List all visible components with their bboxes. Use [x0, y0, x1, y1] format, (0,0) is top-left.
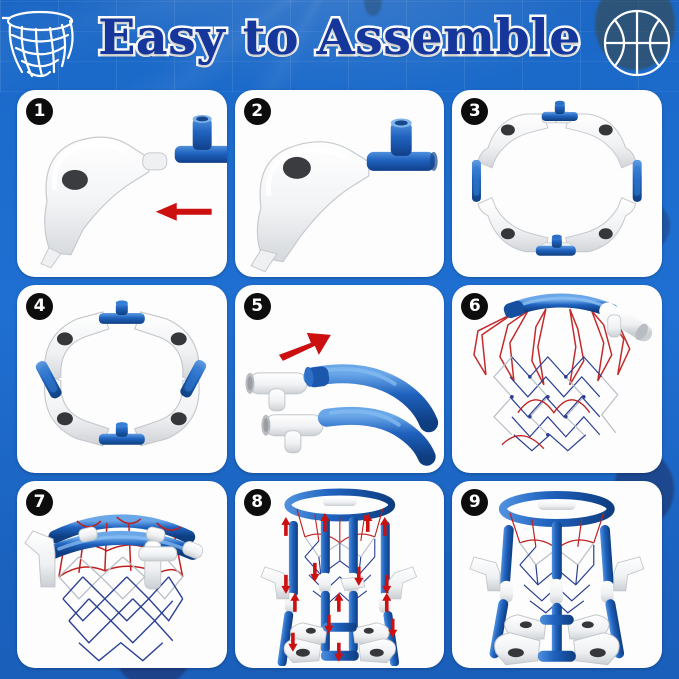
step-2-illustration — [249, 118, 438, 273]
step-badge-5: 5 — [243, 293, 271, 321]
panel-step-7[interactable]: 7 — [17, 480, 227, 668]
background-blob — [364, 0, 382, 16]
step-badge-9: 9 — [461, 488, 489, 516]
panel-step-4[interactable]: 4 — [17, 285, 227, 473]
step-7-illustration — [24, 514, 204, 662]
assembly-steps-grid: 1 — [17, 90, 662, 668]
step-8-illustration — [260, 488, 417, 667]
panel-step-3[interactable]: 3 — [452, 90, 662, 278]
step-badge-3: 3 — [461, 98, 489, 125]
step-badge-1: 1 — [26, 98, 53, 125]
panel-step-5[interactable]: 5 — [234, 285, 445, 473]
panel-step-6[interactable]: 6 — [452, 285, 662, 473]
step-4-illustration — [35, 300, 207, 447]
step-3-illustration — [472, 100, 643, 256]
basketball-icon — [603, 9, 671, 77]
step-badge-4: 4 — [26, 293, 53, 321]
page-title-fill: Easy to Assemble — [98, 8, 581, 66]
panel-step-8[interactable]: 8 — [234, 480, 445, 668]
header: Easy to Assemble Easy to Assemble Easy t… — [0, 0, 679, 90]
step-badge-8: 8 — [243, 488, 271, 516]
step-badge-2: 2 — [243, 98, 271, 125]
direction-arrow-up-right — [278, 333, 331, 362]
panel-step-1[interactable]: 1 — [17, 90, 227, 278]
step-5-illustration — [245, 333, 438, 467]
panel-step-9[interactable]: 9 — [452, 480, 662, 668]
step-9-illustration — [469, 490, 645, 665]
basketball-hoop-icon — [2, 10, 74, 78]
step-1-illustration — [40, 114, 227, 269]
direction-arrow-left — [155, 202, 212, 221]
panel-step-2[interactable]: 2 — [234, 90, 445, 278]
page-title-top: Easy to Assemble — [98, 8, 581, 66]
page-title: Easy to Assemble — [96, 6, 583, 69]
step-badge-6: 6 — [461, 293, 489, 321]
step-badge-7: 7 — [26, 488, 53, 516]
step-6-illustration — [473, 293, 653, 452]
